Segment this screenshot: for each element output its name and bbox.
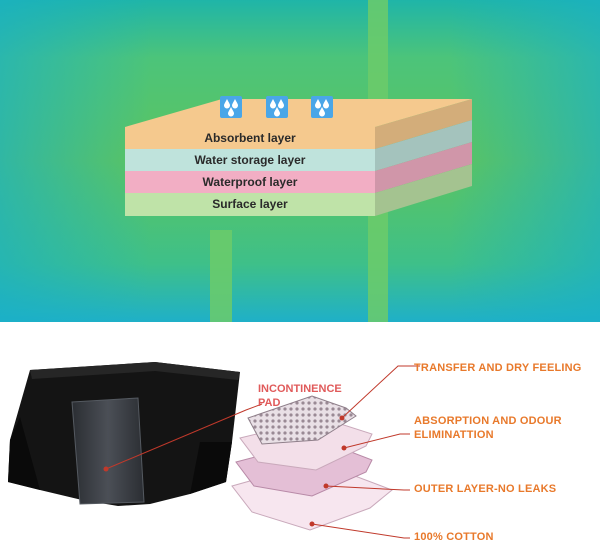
layer-front-absorbent xyxy=(125,127,375,149)
water-drop-icon xyxy=(220,96,242,118)
layer-label-surface: Surface layer xyxy=(212,197,288,211)
leader-lines xyxy=(103,365,420,539)
callout-transfer: TRANSFER AND DRY FEELING xyxy=(414,361,582,375)
exploded-layer-transfer xyxy=(247,395,357,445)
layer-label-waterproof: Waterproof layer xyxy=(202,175,298,189)
layer-label-water-storage: Water storage layer xyxy=(194,153,306,167)
background-stripe xyxy=(210,230,232,322)
leader-line-cotton xyxy=(311,523,410,539)
water-drop-icon xyxy=(266,96,288,118)
product-illustration xyxy=(8,362,420,539)
layer-side-surface xyxy=(375,164,472,216)
callout-absorption-line2: ELIMINATTION xyxy=(414,429,494,441)
layer-top-face xyxy=(125,99,472,127)
layers-illustration xyxy=(0,0,600,322)
leader-line-transfer xyxy=(341,365,420,419)
layer-side-absorbent xyxy=(375,99,472,149)
leader-line-absorption xyxy=(343,433,410,449)
layer-front-waterproof xyxy=(125,171,375,193)
underwear-brief xyxy=(8,362,240,506)
incontinence-pad xyxy=(71,397,145,505)
layer-front-surface xyxy=(125,193,375,216)
pad-label-line2: PAD xyxy=(258,397,281,409)
pad-label-line1: INCONTINENCE xyxy=(258,383,342,395)
leader-line-pad xyxy=(105,403,263,470)
layer-front-water-storage xyxy=(125,149,375,171)
callout-absorption: ABSORPTION AND ODOUR ELIMINATTION xyxy=(414,414,562,442)
layer-label-absorbent: Absorbent layer xyxy=(204,131,296,145)
product-panel: INCONTINENCE PAD TRANSFER AND DRY FEELIN… xyxy=(0,322,600,548)
callout-absorption-line1: ABSORPTION AND ODOUR xyxy=(414,415,562,427)
callout-cotton: 100% COTTON xyxy=(414,530,494,544)
layers-panel: Absorbent layer Water storage layer Wate… xyxy=(0,0,600,322)
layer-side-water-storage xyxy=(375,120,472,171)
leader-line-outer xyxy=(325,485,410,491)
water-drop-icon xyxy=(311,96,333,118)
pad-label: INCONTINENCE PAD xyxy=(258,382,342,410)
layer-side-waterproof xyxy=(375,142,472,193)
callout-transfer-text: TRANSFER AND DRY FEELING xyxy=(414,362,582,374)
callout-outer-text: OUTER LAYER-NO LEAKS xyxy=(414,483,557,495)
callout-cotton-text: 100% COTTON xyxy=(414,531,494,543)
callout-outer: OUTER LAYER-NO LEAKS xyxy=(414,482,556,496)
